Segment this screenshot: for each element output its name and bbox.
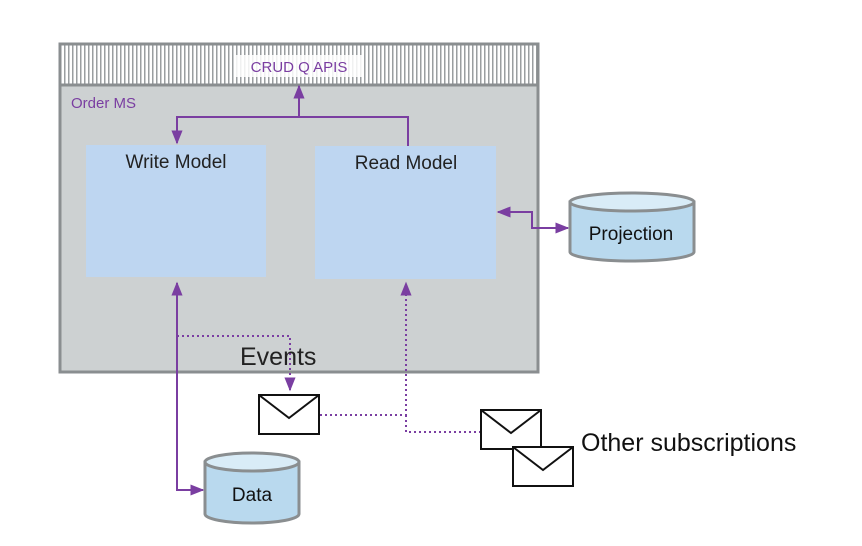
- api-to-write-arrow: [171, 116, 299, 145]
- projection-label: Projection: [589, 224, 674, 245]
- projection-cylinder-icon: [568, 200, 696, 263]
- data-cylinder-top: [203, 451, 301, 473]
- read-model: Read Model: [315, 146, 496, 279]
- event-flow: [177, 281, 480, 433]
- write-model: Write Model: [86, 145, 266, 277]
- read-model-label: Read Model: [355, 153, 457, 174]
- read-projection-arrow: [496, 206, 570, 234]
- other-subscriptions-label: Other subscriptions: [581, 429, 796, 457]
- projection-cylinder-top: [568, 191, 696, 213]
- api-bar-label: CRUD Q APIS: [251, 59, 348, 76]
- events-to-subscribers-dotted: [405, 415, 480, 433]
- subscriber-envelope-front-icon: [512, 446, 574, 487]
- write-model-label: Write Model: [125, 152, 226, 173]
- subscriber-envelope-back-icon: [480, 409, 542, 450]
- data-db: Data: [203, 451, 301, 525]
- events-label: Events: [240, 343, 316, 371]
- write-data-arrow: [171, 281, 205, 496]
- api-connectors: [171, 84, 409, 146]
- api-label-backdrop: [236, 55, 362, 77]
- event-message-envelope-icon: [258, 394, 320, 435]
- write-model-box: [86, 145, 266, 277]
- crud-api-bar: CRUD Q APIS: [58, 42, 540, 87]
- data-cylinder-icon: [203, 460, 301, 525]
- read-to-api-line: [299, 116, 409, 146]
- order-ms-label: Order MS: [71, 95, 136, 112]
- data-label: Data: [232, 485, 273, 506]
- projection-db: Projection: [568, 191, 696, 263]
- read-model-box: [315, 146, 496, 279]
